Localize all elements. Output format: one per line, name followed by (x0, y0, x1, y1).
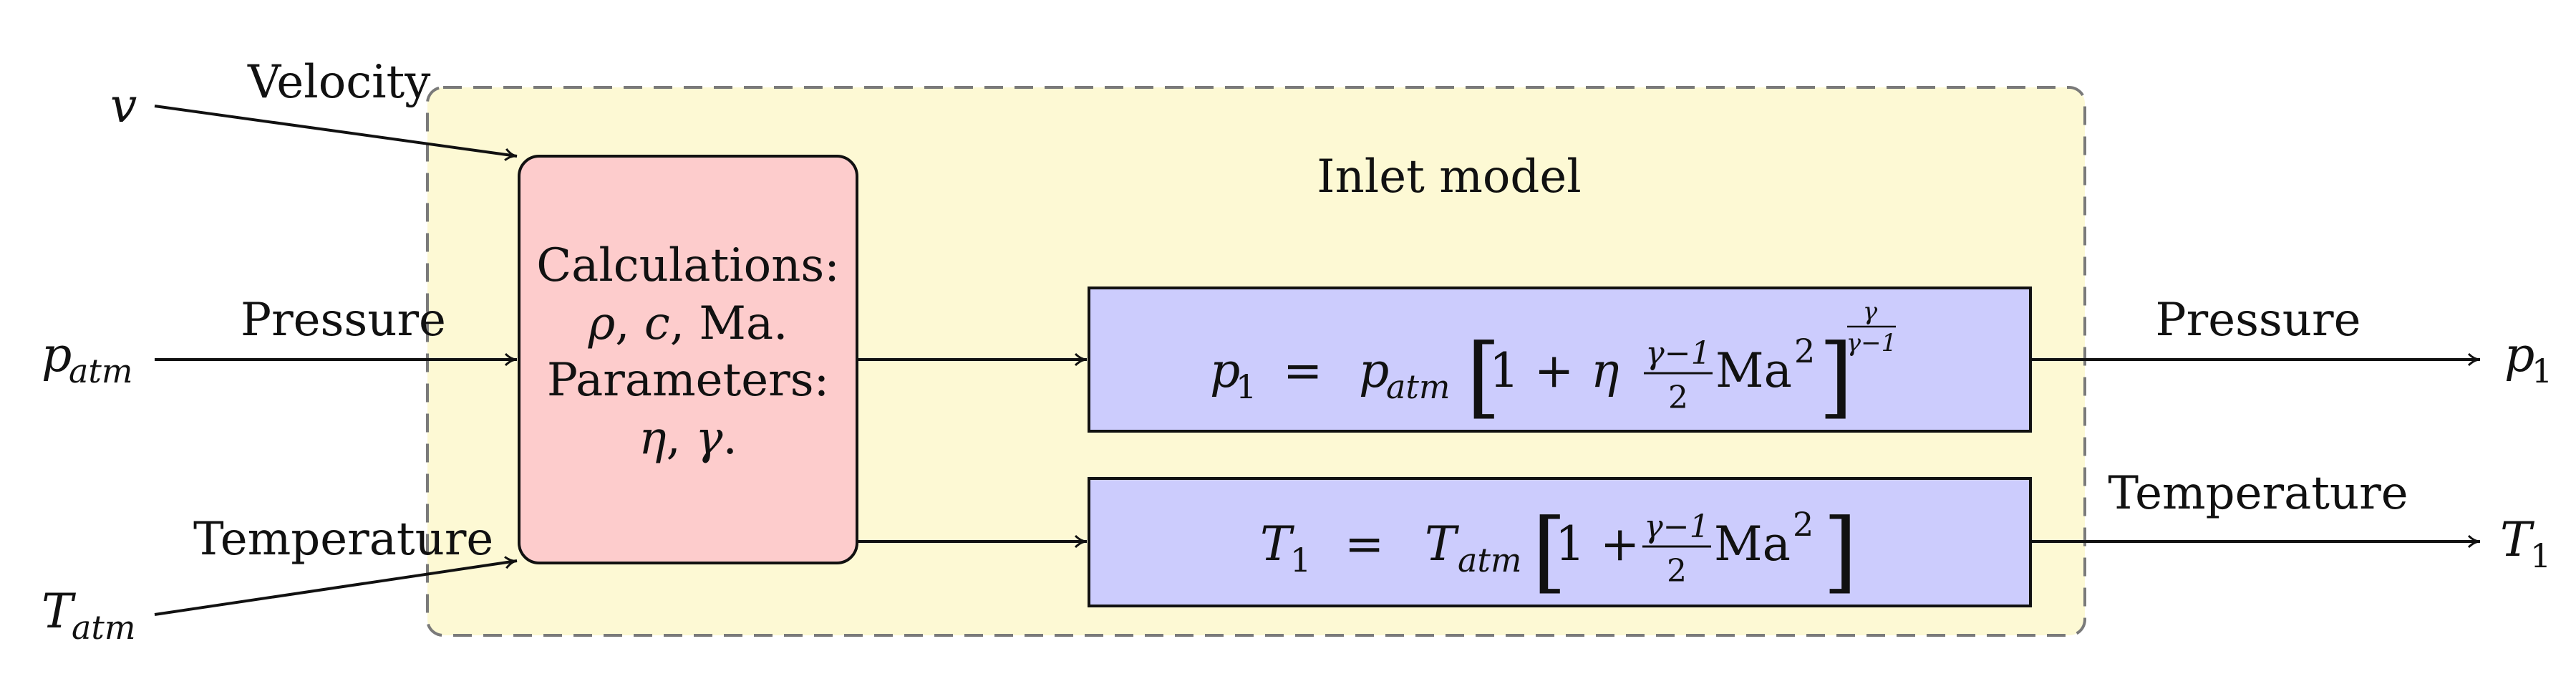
svg-text:]: ] (1819, 325, 1853, 428)
region-title: Inlet model (1317, 150, 1581, 203)
svg-text:2: 2 (1793, 505, 1814, 544)
svg-text:1 +: 1 + (1555, 516, 1640, 572)
calc-line-variables: ρ, c, Ma. (588, 297, 788, 350)
svg-text:]: ] (1823, 500, 1857, 603)
svg-text:T: T (2500, 512, 2535, 567)
pressure-output-symbol: p 1 (2504, 327, 2552, 390)
calc-line-param-symbols: η, γ. (639, 412, 737, 465)
temperature-output-symbol: T 1 (2500, 512, 2551, 575)
svg-text:Ma: Ma (1715, 343, 1792, 398)
svg-text:atm: atm (1458, 541, 1522, 579)
svg-text:1: 1 (2532, 352, 2552, 390)
pressure-equation: p 1 = p atm [ 1 + η γ−1 2 Ma 2 ] γ γ−1 (1210, 297, 1897, 428)
svg-text:2: 2 (1667, 553, 1687, 589)
svg-text:1: 1 (2530, 536, 2551, 575)
svg-text:T: T (42, 584, 77, 639)
svg-text:T: T (1425, 516, 1460, 572)
svg-text:[: [ (1466, 325, 1501, 428)
temperature-equation-block (1088, 477, 2032, 607)
svg-text:1: 1 (1236, 367, 1256, 406)
svg-text:[: [ (1532, 500, 1567, 603)
svg-text:T: T (1260, 516, 1295, 572)
svg-text:η: η (1591, 343, 1619, 398)
svg-text:=: = (1345, 516, 1384, 572)
temperature-output-label: Temperature (2108, 467, 2408, 520)
svg-text:atm: atm (69, 352, 133, 390)
calc-line-parameters: Parameters: (547, 354, 829, 407)
svg-text:p: p (1210, 343, 1240, 398)
svg-text:p: p (1359, 343, 1389, 398)
svg-text:1 +: 1 + (1489, 343, 1574, 398)
temperature-equation: T 1 = T atm [ 1 + γ−1 2 Ma 2 ] (1260, 500, 1857, 603)
velocity-arrow (154, 105, 518, 161)
svg-text:γ−1: γ−1 (1644, 509, 1709, 545)
velocity-input-symbol: v (110, 78, 137, 133)
svg-text:p: p (42, 327, 72, 382)
svg-text:atm: atm (1386, 367, 1451, 406)
svg-text:γ: γ (1863, 297, 1878, 326)
temperature-input-symbol: T atm (42, 584, 136, 647)
pressure-input-symbol: p atm (42, 327, 133, 390)
pressure-output-label: Pressure (2156, 294, 2361, 347)
temperature-input-label: Temperature (193, 513, 493, 566)
svg-text:=: = (1283, 343, 1322, 398)
svg-text:γ−1: γ−1 (1645, 335, 1710, 372)
svg-text:atm: atm (72, 608, 136, 647)
pressure-equation-block (1088, 287, 2032, 433)
svg-text:γ−1: γ−1 (1846, 329, 1897, 357)
svg-text:2: 2 (1668, 380, 1688, 416)
calc-line-calculations: Calculations: (536, 239, 840, 292)
svg-text:Ma: Ma (1714, 516, 1791, 572)
svg-text:1: 1 (1290, 541, 1311, 579)
pressure-input-label: Pressure (241, 294, 446, 347)
svg-text:p: p (2504, 327, 2534, 382)
temperature-input-arrow (154, 556, 518, 616)
svg-text:2: 2 (1794, 332, 1815, 370)
velocity-input-label: Velocity (247, 56, 430, 109)
